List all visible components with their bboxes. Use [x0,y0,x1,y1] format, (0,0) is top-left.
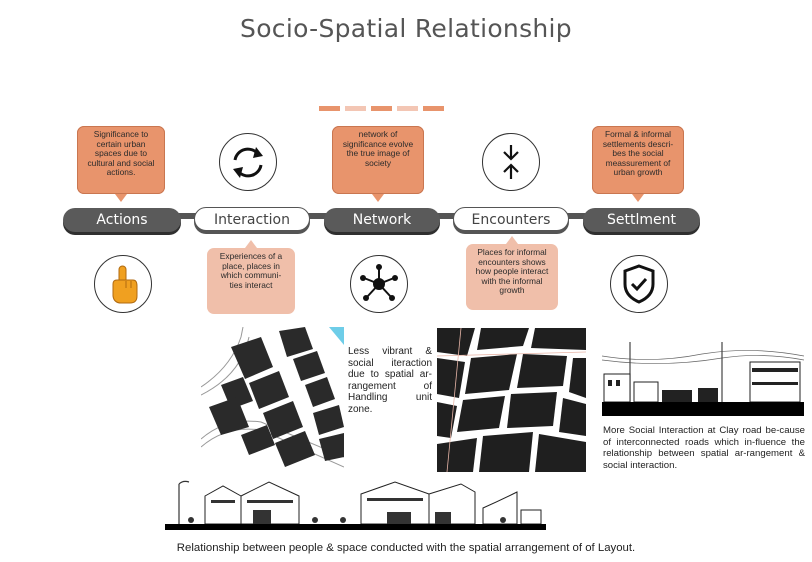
actions-circle [94,255,152,313]
title-bar [319,106,340,111]
callout-encounters-text: Places for informal encounters shows how… [466,244,558,310]
shield-check-icon [623,264,655,304]
callout-pointer [115,194,127,202]
timeline-actions: Actions [63,208,181,232]
street-section-layout [165,478,546,532]
street-section-clay-road [602,340,804,416]
timeline-encounters: Encounters [453,207,569,231]
encounters-circle [482,133,540,191]
callout-interaction-text: Experiences of a place, places in which … [207,248,295,314]
timeline-connector [430,213,466,219]
network-circle [350,255,408,313]
note-less-vibrant: Less vibrant & social iteraction due to … [348,346,432,415]
title-bar [345,106,366,111]
callout-network-text: network of significance evolve the true … [332,126,424,194]
pointing-hand-icon [112,265,138,304]
timeline-connector [300,213,336,219]
title-bar [371,106,392,111]
title-bar [397,106,418,111]
callout-pointer [245,240,257,248]
note-more-social: More Social Interaction at Clay road be-… [603,425,805,471]
callout-actions-text: Significance to certain urban spaces due… [77,126,165,194]
callout-actions: Significance to certain urban spaces due… [77,126,165,202]
timeline-connector [560,213,596,219]
interaction-circle [219,133,277,191]
bottom-caption: Relationship between people & space cond… [176,542,636,554]
callout-interaction: Experiences of a place, places in which … [207,240,295,314]
callout-settlment-text: Formal & informal settlements descri-bes… [592,126,684,194]
callout-pointer [632,194,644,202]
callout-settlment: Formal & informal settlements descri-bes… [592,126,684,202]
callout-pointer [506,236,518,244]
page-title: Socio-Spatial Relationship [240,14,572,43]
site-map-handling-zone [201,327,344,471]
title-color-bars [319,53,445,111]
site-map-clay-road [437,328,586,472]
timeline-interaction: Interaction [194,207,310,231]
timeline-connector [170,213,206,219]
timeline-network: Network [324,208,440,232]
callout-network: network of significance evolve the true … [332,126,424,202]
callout-pointer [372,194,384,202]
callout-encounters: Places for informal encounters shows how… [466,236,558,310]
title-bar [423,106,444,111]
converging-arrows-icon [503,145,519,179]
settlment-circle [610,255,668,313]
timeline-settlment: Settlment [583,208,700,232]
cycle-arrows-icon [233,147,263,178]
network-icon [360,264,398,301]
